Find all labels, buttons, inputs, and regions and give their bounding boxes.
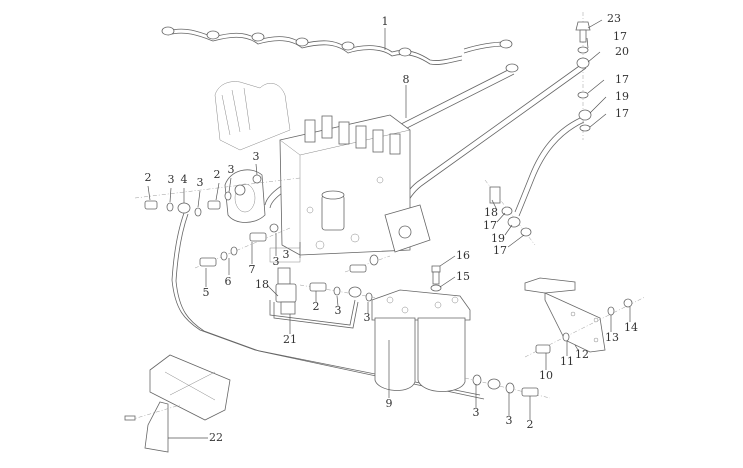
callout-2: 2 xyxy=(313,300,320,313)
leader-lines xyxy=(147,19,631,439)
callout-19: 19 xyxy=(615,90,629,103)
callout-3: 3 xyxy=(273,255,280,268)
callout-18: 18 xyxy=(255,278,269,291)
injection-pump xyxy=(214,81,431,256)
callout-3: 3 xyxy=(364,311,371,324)
callout-3: 3 xyxy=(335,304,342,317)
pump-banjo-bolt xyxy=(344,254,391,273)
callout-4: 4 xyxy=(181,173,188,186)
fuel-filter-9 xyxy=(371,289,471,392)
callout-2: 2 xyxy=(145,171,152,184)
filter-outlet-fittings xyxy=(464,374,551,399)
callout-9: 9 xyxy=(386,397,393,410)
callout-17: 17 xyxy=(493,244,507,257)
callout-11: 11 xyxy=(560,355,574,368)
callout-20: 20 xyxy=(615,45,629,58)
callout-3: 3 xyxy=(228,163,235,176)
callout-18: 18 xyxy=(484,206,498,219)
callout-14: 14 xyxy=(624,321,638,334)
callout-12: 12 xyxy=(575,348,589,361)
callout-6: 6 xyxy=(225,275,232,288)
callout-3: 3 xyxy=(506,414,513,427)
callout-17: 17 xyxy=(615,73,629,86)
banjo-stack-middle xyxy=(484,179,536,246)
callout-8: 8 xyxy=(403,73,410,86)
bolts-5-6-7 xyxy=(194,223,291,269)
callout-2: 2 xyxy=(214,168,221,181)
callout-17: 17 xyxy=(615,107,629,120)
callout-labels: 1 8 23 17 20 17 19 17 2 3 4 3 2 3 3 5 6 … xyxy=(145,12,639,444)
callout-16: 16 xyxy=(456,249,470,262)
bleed-screw-16 xyxy=(430,265,442,292)
callout-10: 10 xyxy=(539,369,553,382)
callout-5: 5 xyxy=(203,286,210,299)
filter-bracket-12 xyxy=(524,277,646,358)
callout-3: 3 xyxy=(283,248,290,261)
left-fittings xyxy=(134,174,485,400)
callout-1: 1 xyxy=(382,15,389,28)
fuel-pipe-to-19 xyxy=(514,117,585,217)
callout-21: 21 xyxy=(283,333,297,346)
pump-delivery-valves xyxy=(304,115,401,155)
fuel-return-pipe-1 xyxy=(161,26,513,65)
callout-2: 2 xyxy=(527,418,534,431)
callout-19: 19 xyxy=(491,232,505,245)
callout-7: 7 xyxy=(249,263,256,276)
mounting-bracket-22 xyxy=(124,354,231,453)
callout-17: 17 xyxy=(483,219,497,232)
callout-22: 22 xyxy=(209,431,223,444)
callout-17: 17 xyxy=(613,30,627,43)
solenoid-21 xyxy=(269,267,391,329)
callout-3: 3 xyxy=(473,406,480,419)
callout-23: 23 xyxy=(607,12,621,25)
banjo-stack-right xyxy=(575,12,592,140)
callout-3: 3 xyxy=(253,150,260,163)
callout-15: 15 xyxy=(456,270,470,283)
callout-3: 3 xyxy=(197,176,204,189)
callout-13: 13 xyxy=(605,331,619,344)
callout-3: 3 xyxy=(168,173,175,186)
